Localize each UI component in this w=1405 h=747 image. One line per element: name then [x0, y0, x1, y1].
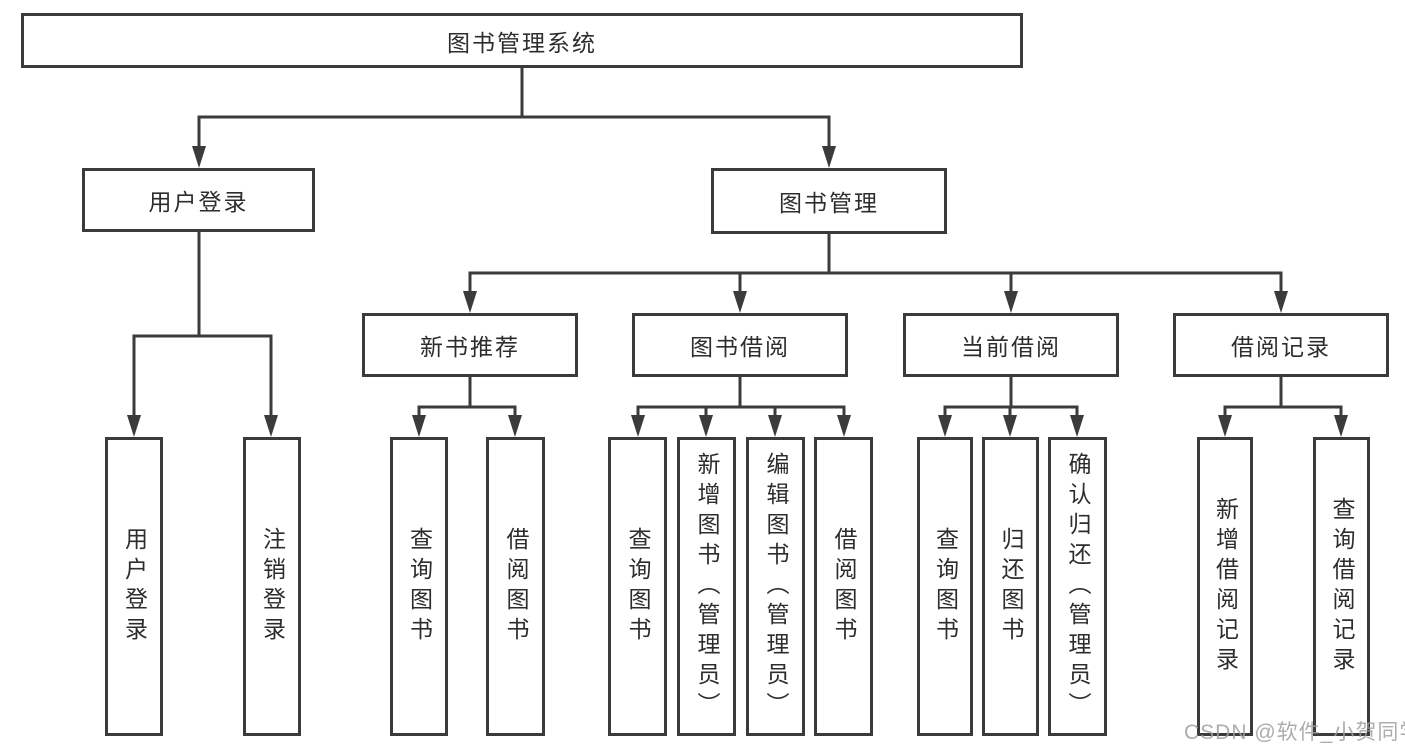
leaf-query-books-borrowing: 查询图书: [608, 437, 667, 736]
arrowhead-icon: [1070, 415, 1084, 437]
leaf-confirm-return-admin: 确认归还（管理员）: [1048, 437, 1107, 736]
leaf-query-borrow-record-label: 查询借阅记录: [1329, 496, 1355, 677]
node-root: 图书管理系统: [21, 13, 1023, 68]
connector-book-management-children: [468, 232, 1283, 293]
leaf-return-book: 归还图书: [982, 437, 1039, 736]
arrowhead-icon: [733, 291, 747, 313]
arrowhead-icon: [192, 146, 206, 168]
csdn-watermark: CSDN @软件_小贺同学: [1184, 721, 1405, 744]
arrowhead-icon: [699, 415, 713, 437]
connector-book-borrowing-children: [636, 375, 846, 418]
leaf-query-borrow-record: 查询借阅记录: [1313, 437, 1370, 736]
leaf-logout-label: 注销登录: [259, 526, 286, 647]
leaf-add-book-admin: 新增图书（管理员）: [677, 437, 736, 736]
node-book-borrowing: 图书借阅: [632, 313, 848, 377]
leaf-add-book-admin-label: 新增图书（管理员）: [694, 451, 720, 722]
leaf-logout: 注销登录: [243, 437, 301, 736]
arrowhead-icon: [1274, 291, 1288, 313]
arrowhead-icon: [508, 415, 522, 437]
leaf-query-books-recommend-label: 查询图书: [406, 526, 433, 647]
connector-new-book-children: [417, 375, 517, 418]
connector-user-login-children: [132, 230, 273, 417]
leaf-edit-book-admin: 编辑图书（管理员）: [746, 437, 805, 736]
leaf-borrow-books-recommend: 借阅图书: [486, 437, 545, 736]
leaf-edit-book-admin-label: 编辑图书（管理员）: [763, 451, 789, 722]
leaf-borrow-books-recommend-label: 借阅图书: [503, 526, 529, 647]
leaf-borrow-books-borrowing-label: 借阅图书: [831, 526, 857, 647]
node-new-book-recommendation: 新书推荐: [362, 313, 578, 377]
leaf-query-books-current: 查询图书: [917, 437, 973, 736]
arrowhead-icon: [837, 415, 851, 437]
arrowhead-icon: [1218, 415, 1232, 437]
arrowhead-icon: [631, 415, 645, 437]
arrowhead-icon: [1334, 415, 1348, 437]
arrowhead-icon: [768, 415, 782, 437]
leaf-return-book-label: 归还图书: [998, 526, 1024, 647]
arrowhead-icon: [264, 415, 278, 437]
leaf-user-login: 用户登录: [105, 437, 163, 736]
arrowhead-icon: [1003, 415, 1017, 437]
leaf-add-borrow-record: 新增借阅记录: [1197, 437, 1253, 736]
leaf-add-borrow-record-label: 新增借阅记录: [1212, 496, 1239, 677]
node-borrowing-records: 借阅记录: [1173, 313, 1389, 377]
leaf-borrow-books-borrowing: 借阅图书: [814, 437, 873, 736]
connector-root-to-level2: [197, 66, 831, 148]
leaf-query-books-borrowing-label: 查询图书: [625, 526, 651, 647]
node-book-management: 图书管理: [711, 168, 947, 234]
connector-borrowing-records-children: [1223, 375, 1343, 418]
arrowhead-icon: [412, 415, 426, 437]
arrowheads: [127, 146, 1348, 437]
node-user-login: 用户登录: [82, 168, 315, 232]
arrowhead-icon: [822, 146, 836, 168]
node-current-borrowing: 当前借阅: [903, 313, 1119, 377]
leaf-user-login-label: 用户登录: [121, 526, 148, 647]
leaf-query-books-current-label: 查询图书: [932, 526, 959, 647]
arrowhead-icon: [938, 415, 952, 437]
arrowhead-icon: [1004, 291, 1018, 313]
connector-current-borrowing-children: [943, 375, 1079, 418]
arrowhead-icon: [127, 415, 141, 437]
leaf-confirm-return-admin-label: 确认归还（管理员）: [1065, 451, 1091, 722]
leaf-query-books-recommend: 查询图书: [390, 437, 448, 736]
arrowhead-icon: [463, 291, 477, 313]
